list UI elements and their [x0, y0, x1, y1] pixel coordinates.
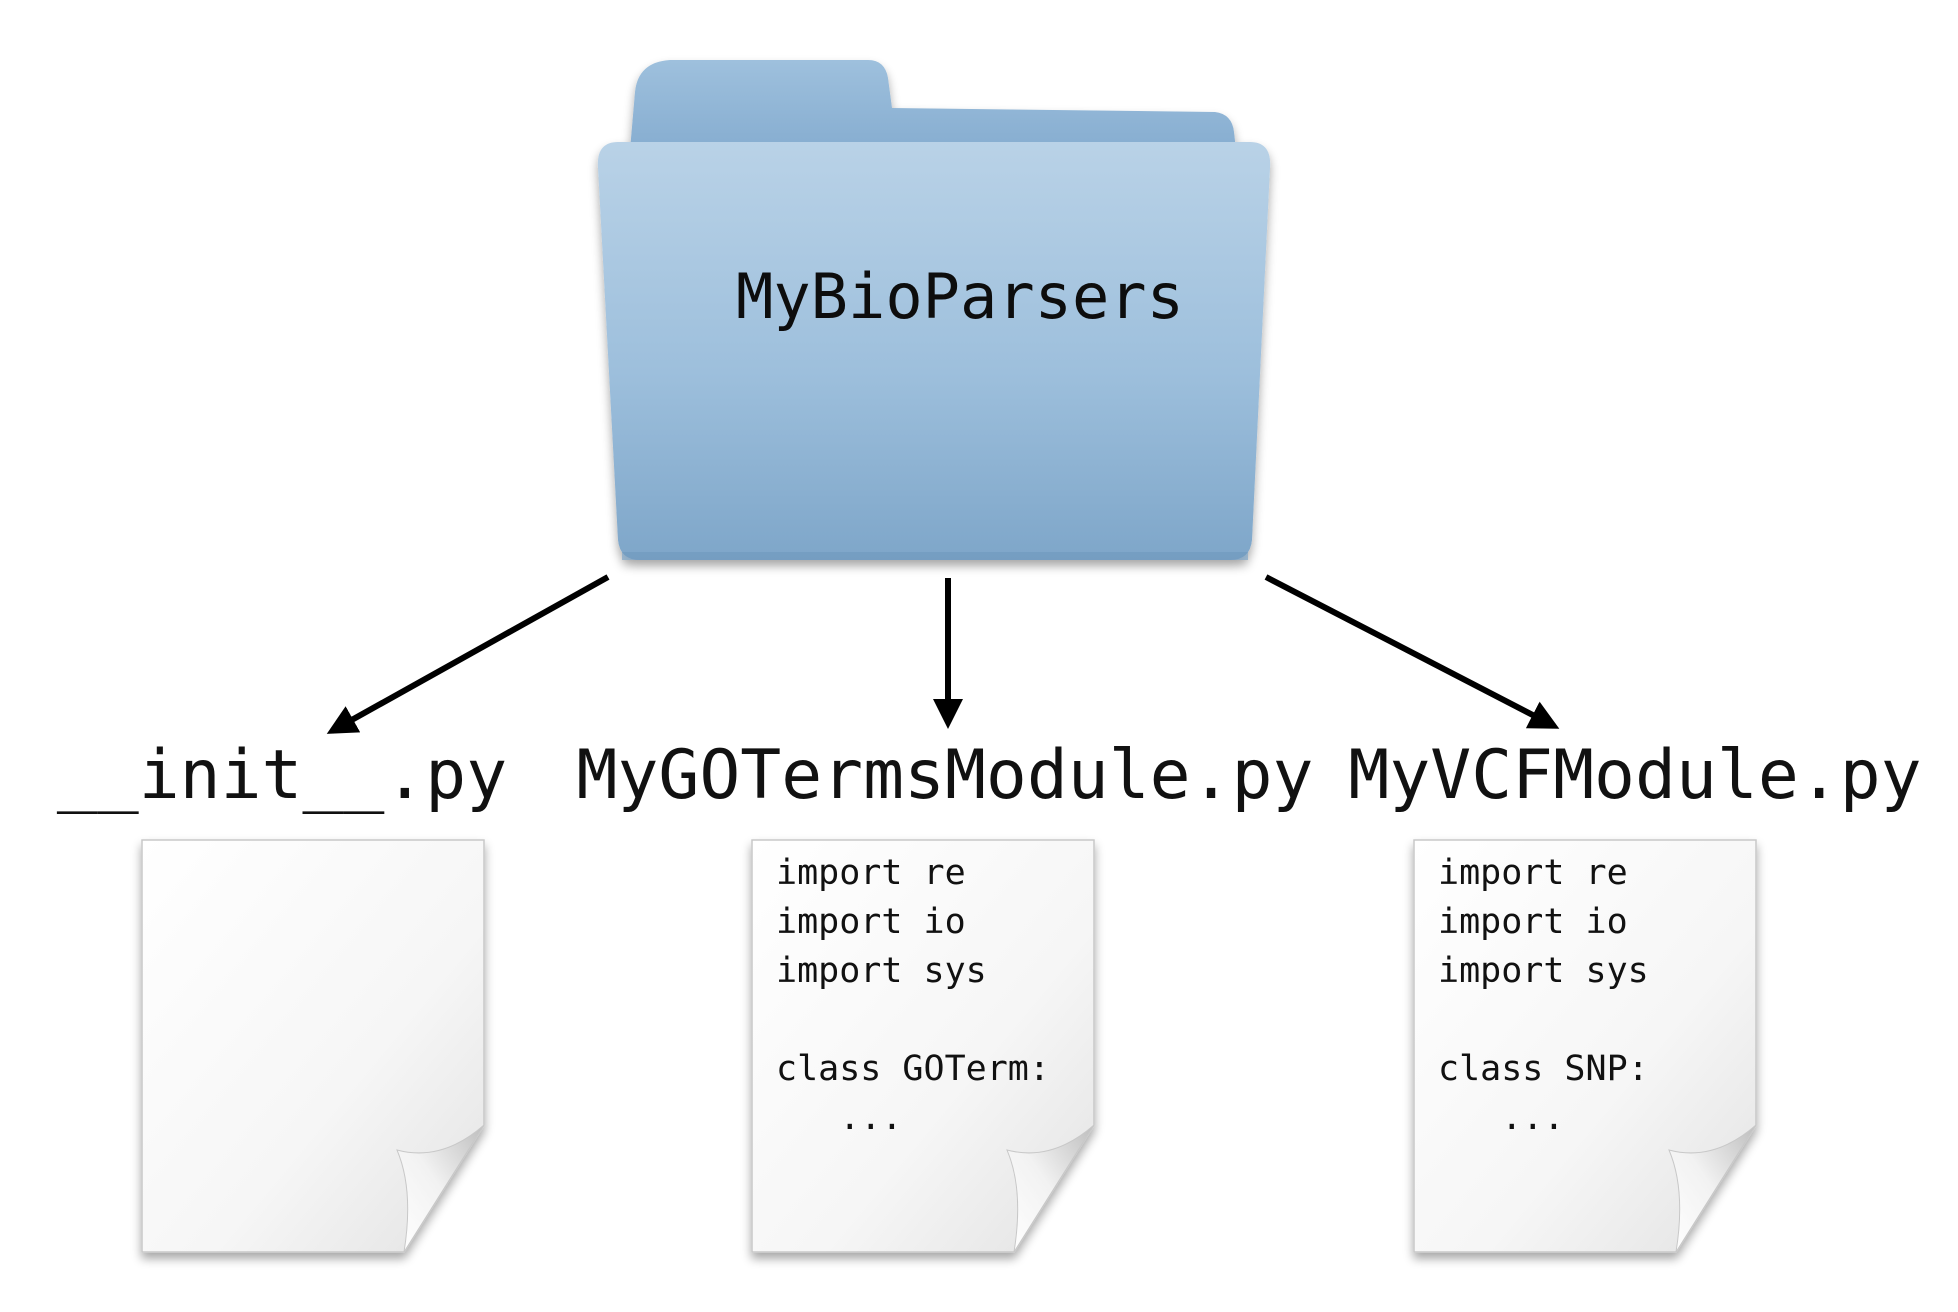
document-icon[interactable]: import re import io import sys class SNP…	[1413, 839, 1757, 1253]
folder-name-label: MyBioParsers	[736, 260, 1184, 333]
code-line: import io	[1438, 902, 1628, 942]
file-name-label: MyGOTermsModule.py	[577, 736, 1314, 815]
code-line: import sys	[1438, 951, 1649, 991]
code-line: import re	[776, 853, 966, 893]
document-icon[interactable]	[141, 839, 485, 1253]
code-line: ...	[776, 1098, 902, 1138]
file-name-label: MyVCFModule.py	[1348, 736, 1921, 815]
code-line: class SNP:	[1438, 1049, 1649, 1089]
code-line: class GOTerm:	[776, 1049, 1050, 1089]
folder-front	[597, 142, 1271, 560]
code-block: import re import io import sys class SNP…	[1438, 853, 1649, 1138]
arrow-to-init	[326, 574, 610, 734]
connector-arrows	[326, 574, 1560, 734]
code-line: import re	[1438, 853, 1628, 893]
page-curl	[1668, 1124, 1757, 1253]
page-curl	[1006, 1124, 1095, 1253]
arrow-to-vcf	[1264, 574, 1560, 729]
code-line: ...	[1438, 1098, 1564, 1138]
document-icon[interactable]: import re import io import sys class GOT…	[751, 839, 1095, 1253]
folder-icon[interactable]: MyBioParsers	[597, 60, 1271, 560]
code-block: import re import io import sys class GOT…	[776, 853, 1050, 1138]
code-line: import sys	[776, 951, 987, 991]
folder-back	[630, 60, 1236, 150]
page-curl	[396, 1124, 485, 1253]
code-line: import io	[776, 902, 966, 942]
file-name-label: __init__.py	[57, 736, 507, 815]
folder-bottom-edge	[622, 552, 1248, 560]
